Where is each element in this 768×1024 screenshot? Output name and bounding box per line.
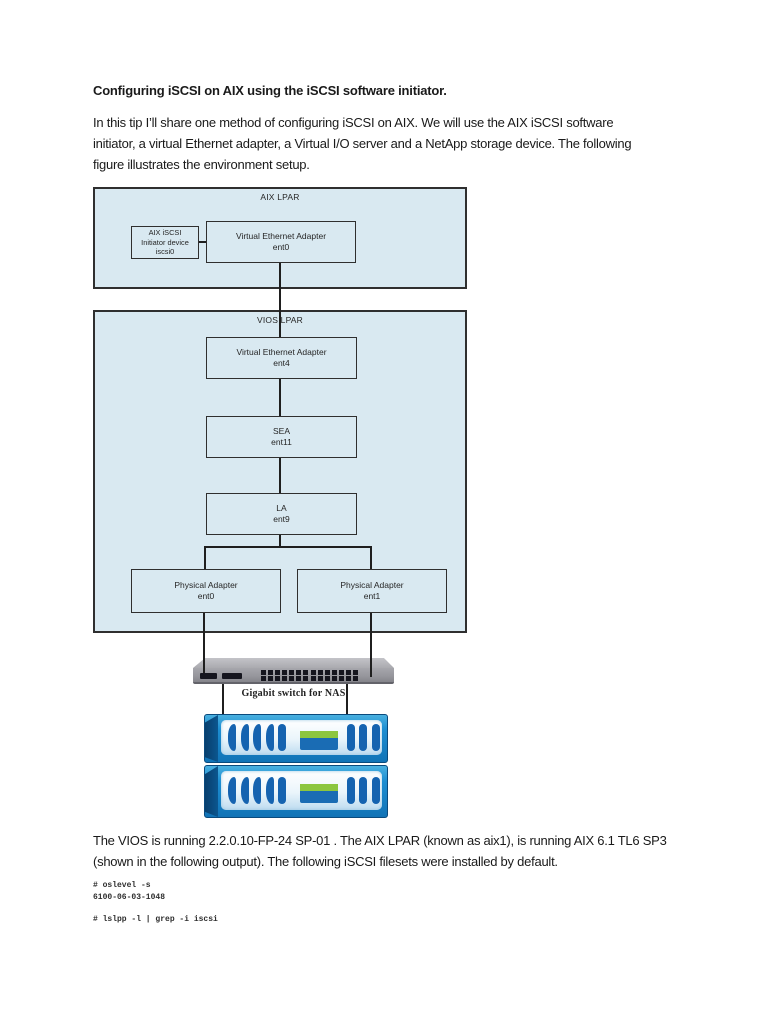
pa0-label: Physical Adapter [174, 580, 238, 590]
la-device: ent9 [273, 514, 290, 524]
connector-line [204, 546, 206, 569]
switch-port [274, 676, 281, 681]
switch-port [261, 670, 267, 675]
virtual-ethernet-adapter-ent0-box: Virtual Ethernet Adapter ent0 [206, 221, 356, 263]
vea0-device: ent0 [272, 242, 290, 252]
switch-port [267, 670, 274, 675]
switch-port [281, 670, 288, 675]
switch-uplink-port [222, 673, 242, 679]
switch-port [288, 670, 295, 675]
storage-unit-edge [205, 715, 218, 762]
connector-line [279, 458, 281, 493]
connector-line [204, 546, 372, 548]
text-line: initiator, a virtual Ethernet adapter, a… [93, 136, 632, 151]
storage-unit-edge [205, 766, 218, 817]
vea4-device: ent4 [273, 358, 290, 368]
switch-caption: Gigabit switch for NAS [241, 688, 346, 699]
switch-port [302, 670, 308, 675]
switch-port [352, 670, 358, 675]
switch-port [311, 676, 317, 681]
storage-unit [204, 765, 388, 818]
connector-line [222, 681, 224, 717]
intro-paragraph: In this tip I’ll share one method of con… [93, 112, 632, 175]
connector-line [279, 379, 281, 416]
switch-port [281, 676, 288, 681]
switch-port [317, 670, 324, 675]
iscsi-initiator-device: iscsi0 [155, 247, 175, 257]
switch-port [288, 676, 295, 681]
physical-adapter-ent0-box: Physical Adapter ent0 [131, 569, 281, 613]
la-label: LA [276, 503, 287, 513]
connector-line [346, 681, 348, 717]
storage-logo-badge [299, 784, 338, 803]
text-line: figure illustrates the environment setup… [93, 157, 310, 172]
switch-port [352, 676, 358, 681]
switch-port [345, 676, 352, 681]
la-ent9-box: LA ent9 [206, 493, 357, 535]
switch-uplink-port [200, 673, 217, 679]
switch-port [295, 670, 302, 675]
connector-line [279, 535, 281, 547]
code-line: # lslpp -l | grep -i iscsi [93, 915, 218, 924]
pa0-device: ent0 [197, 591, 215, 601]
code-line: # oslevel -s [93, 881, 151, 890]
pa1-device: ent1 [363, 591, 381, 601]
vea0-label: Virtual Ethernet Adapter [235, 231, 327, 241]
connector-line [279, 263, 281, 337]
code-line: 6100-06-03-1048 [93, 893, 166, 902]
virtual-ethernet-adapter-ent4-box: Virtual Ethernet Adapter ent4 [206, 337, 357, 379]
connector-line [370, 546, 372, 569]
switch-port [338, 670, 345, 675]
sea-label: SEA [272, 426, 290, 436]
iscsi-initiator-label: Initiator device [141, 237, 189, 247]
pa1-label: Physical Adapter [340, 580, 404, 590]
document-title: Configuring iSCSI on AIX using the iSCSI… [93, 83, 447, 98]
vea4-label: Virtual Ethernet Adapter [236, 347, 327, 357]
switch-port [338, 676, 345, 681]
switch-port [295, 676, 302, 681]
switch-port [345, 670, 352, 675]
storage-unit-bezel [221, 720, 382, 755]
switch-port-group [311, 670, 358, 681]
text-line: In this tip I’ll share one method of con… [93, 115, 614, 130]
switch-port [274, 670, 281, 675]
switch-port [311, 670, 317, 675]
switch-port [324, 670, 331, 675]
sea-ent11-box: SEA ent11 [206, 416, 357, 458]
storage-logo-badge [299, 731, 338, 750]
switch-port [324, 676, 331, 681]
storage-unit-bezel [221, 771, 382, 810]
iscsi-initiator-box: AIX iSCSI Initiator device iscsi0 [131, 226, 199, 259]
switch-top-face [193, 658, 394, 668]
connector-line [199, 241, 207, 243]
iscsi-initiator-label: AIX iSCSI [148, 228, 182, 238]
switch-port [302, 676, 308, 681]
switch-port [331, 670, 338, 675]
switch-port-group [261, 670, 308, 681]
text-line: (shown in the following output). The fol… [93, 854, 558, 869]
physical-adapter-ent1-box: Physical Adapter ent1 [297, 569, 447, 613]
storage-unit [204, 714, 388, 763]
switch-port [331, 676, 338, 681]
switch-port [267, 676, 274, 681]
aix-lpar-label: AIX LPAR [260, 192, 300, 202]
switch-port [317, 676, 324, 681]
body-paragraph: The VIOS is running 2.2.0.10-FP-24 SP-01… [93, 830, 667, 872]
text-line: The VIOS is running 2.2.0.10-FP-24 SP-01… [93, 833, 667, 848]
connector-line [370, 613, 372, 677]
connector-line [203, 613, 205, 678]
sea-device: ent11 [271, 437, 292, 447]
switch-port [261, 676, 267, 681]
